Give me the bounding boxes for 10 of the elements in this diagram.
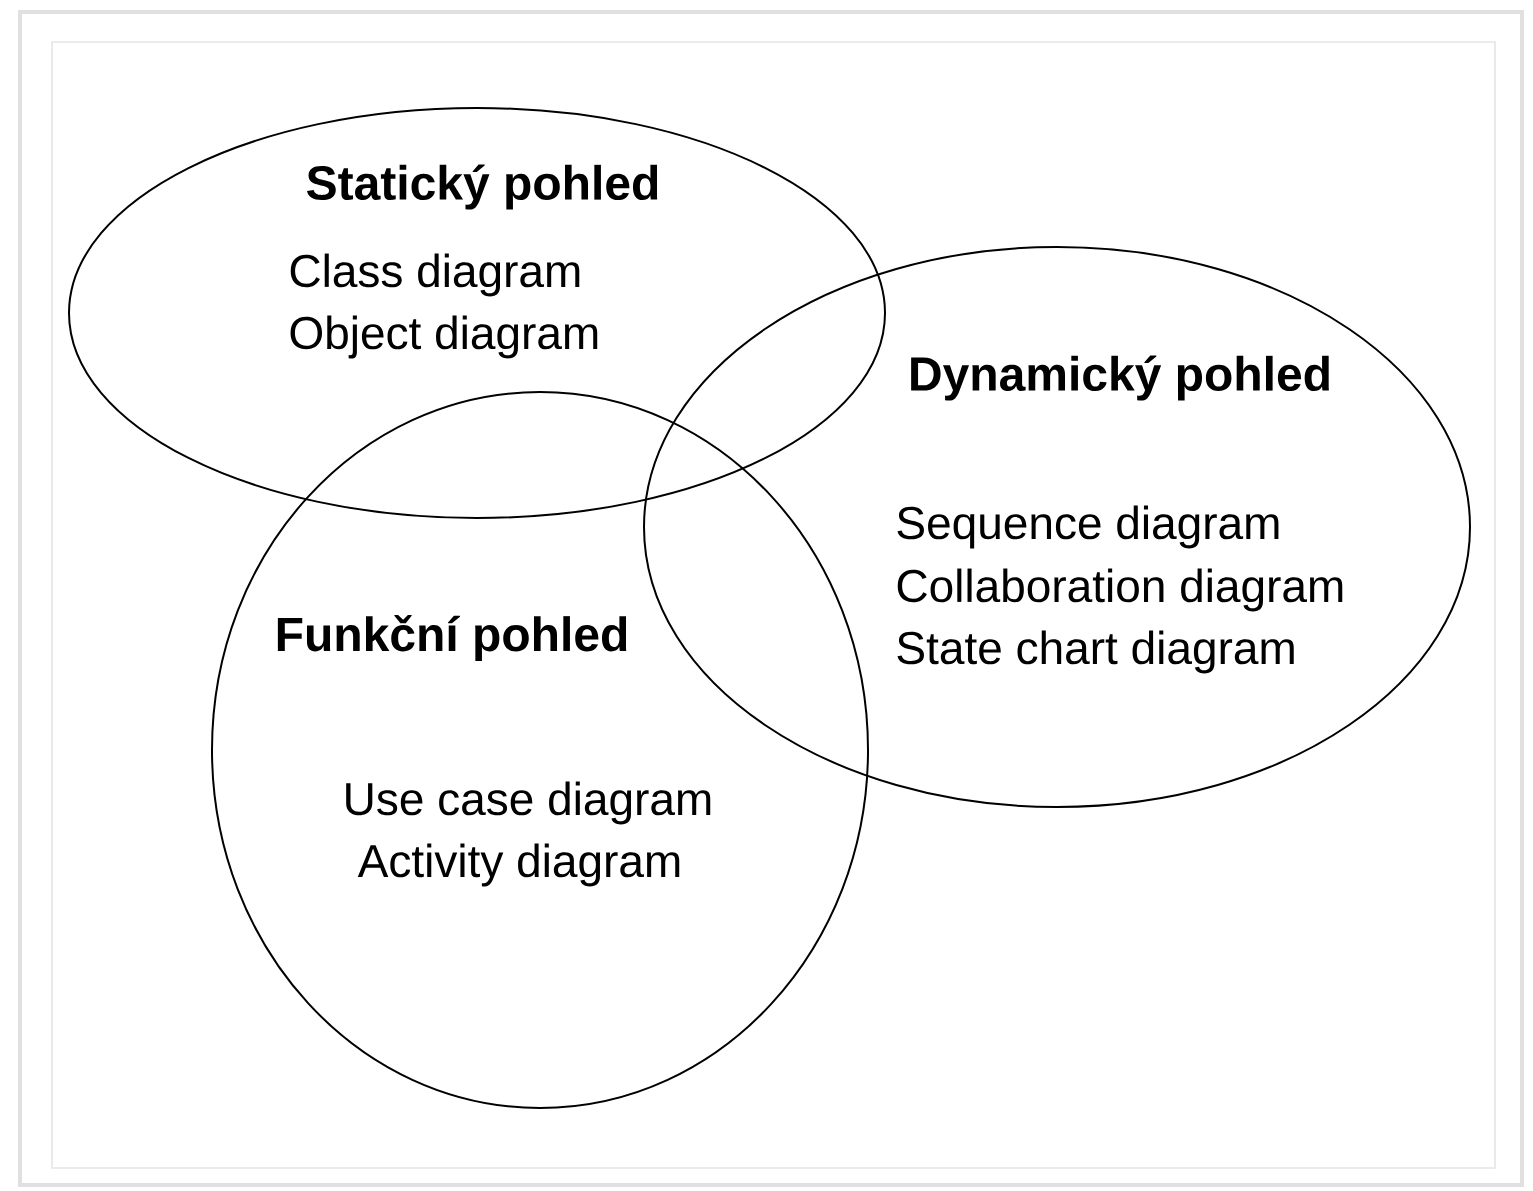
diagram-type-label: Sequence diagram (897, 505, 1279, 549)
diagram-type-label: Activity diagram (357, 843, 680, 887)
diagram-type-label: Class diagram (290, 253, 580, 297)
diagram-type-label: Collaboration diagram (897, 568, 1343, 612)
diagram-type-label: Use case diagram (346, 781, 711, 825)
diagram-type-label: State chart diagram (897, 630, 1294, 674)
diagram-type-label: Object diagram (290, 315, 598, 359)
heading: Funkční pohled (277, 615, 627, 661)
heading: Dynamický pohled (911, 355, 1329, 401)
heading: Statický pohled (307, 164, 658, 210)
